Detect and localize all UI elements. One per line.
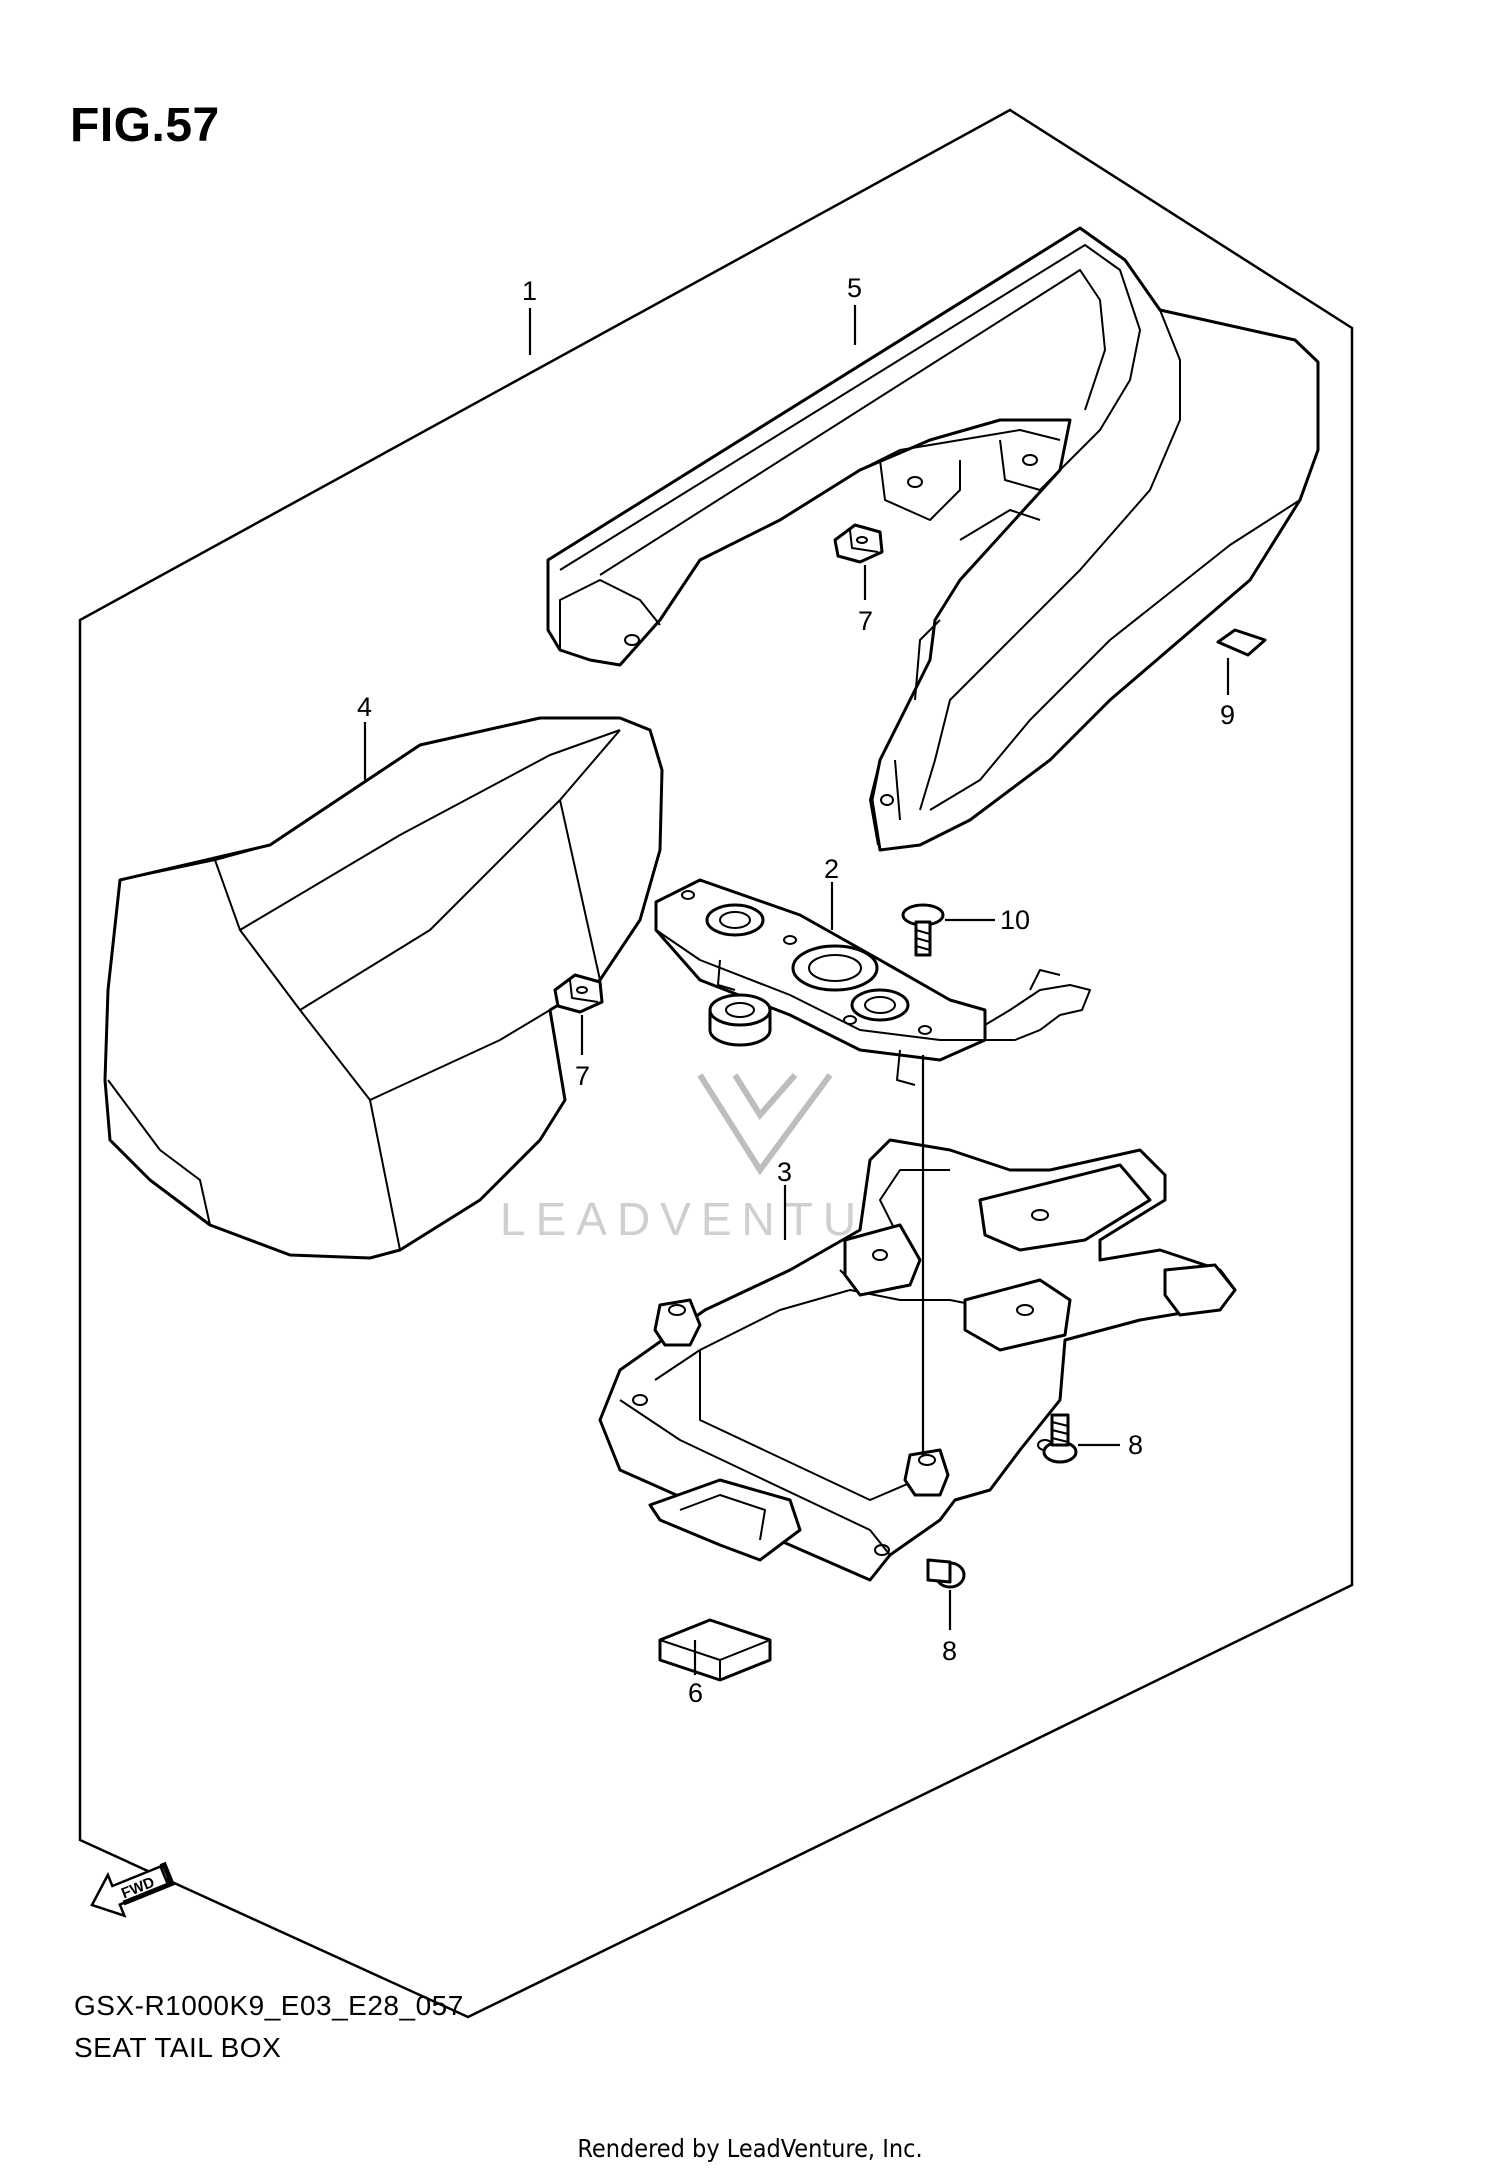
callout-8-lower: 8 — [942, 1636, 957, 1666]
figure-title: FIG.57 — [70, 99, 220, 152]
rubber-grommet — [708, 993, 772, 1047]
callout-10: 10 — [1000, 905, 1030, 935]
callout-9: 9 — [1220, 700, 1235, 730]
nut-part-7-lower — [553, 973, 604, 1014]
tail-box-part-3 — [598, 1138, 1237, 1582]
seat-part-4 — [103, 716, 664, 1260]
bracket-part-2 — [654, 878, 1091, 1086]
pad-part-6 — [658, 1618, 772, 1682]
footer-model-code: GSX-R1000K9_E03_E28_057 — [74, 1990, 464, 2021]
callout-7-lower: 7 — [575, 1061, 590, 1091]
callout-4: 4 — [357, 692, 372, 722]
pad-part-9 — [1216, 628, 1267, 657]
watermark-logo — [697, 1073, 833, 1176]
callout-6: 6 — [688, 1678, 703, 1708]
assembly-boundary — [78, 108, 1354, 2019]
tail-cowl-part-5 — [546, 226, 1320, 852]
callout-8-right: 8 — [1128, 1430, 1143, 1460]
render-credit: Rendered by LeadVenture, Inc. — [577, 2134, 923, 2163]
callout-7-upper: 7 — [858, 606, 873, 636]
callout-2: 2 — [824, 854, 839, 884]
fwd-arrow-icon: FWD — [90, 1861, 176, 1918]
nut-part-7-upper — [833, 523, 884, 564]
footer-section-name: SEAT TAIL BOX — [74, 2032, 282, 2063]
bolt-part-8-right — [1042, 1413, 1078, 1464]
screw-part-10 — [901, 903, 945, 957]
callout-1: 1 — [522, 276, 537, 306]
bolt-part-8-lower — [926, 1558, 966, 1589]
callout-5: 5 — [847, 273, 862, 303]
callout-3: 3 — [777, 1157, 792, 1187]
